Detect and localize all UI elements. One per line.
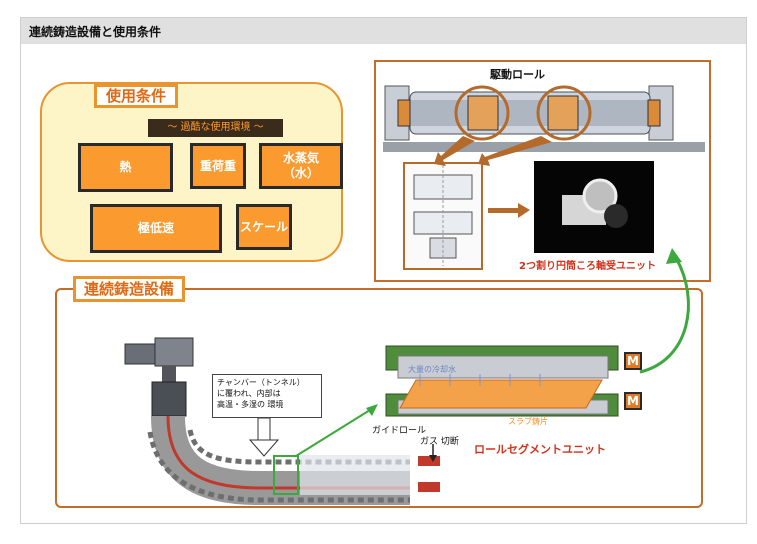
guide-roll-label: ガイドロール (372, 426, 427, 436)
condition-steam: 水蒸気 （水） (259, 143, 343, 189)
conditions-title: 使用条件 (94, 84, 178, 108)
casting-machine-illustration (124, 337, 440, 505)
roll-panel-arrows (434, 136, 552, 218)
chamber-callout-arrow (248, 417, 280, 457)
bearing-unit-caption: 2つ割り円筒ころ軸受ユニット (519, 261, 656, 272)
motor-badge-bottom: M (624, 392, 642, 410)
drive-roll-title: 駆動ロール (490, 68, 545, 81)
page-title: 連続鋳造設備と使用条件 (29, 25, 162, 39)
condition-heat: 熱 (78, 143, 173, 192)
slab-label: スラブ鋳片 (508, 417, 548, 426)
cooling-water-label: 大量の冷却水 (408, 365, 456, 374)
condition-scale: スケール (236, 204, 292, 250)
casting-title: 連続鋳造設備 (73, 276, 185, 302)
roll-segment-illustration (385, 345, 619, 417)
gas-cut-label: ガス 切断 (420, 437, 459, 447)
bearing-unit-photo (534, 161, 654, 253)
condition-low-speed: 極低速 (90, 204, 222, 253)
header-bar: 連続鋳造設備と使用条件 (21, 18, 746, 44)
condition-heavy-load: 重荷重 (190, 143, 246, 189)
chamber-note: チャンバー（トンネル） に覆われ、内部は 高温・多湿の 環境 (212, 374, 322, 418)
motor-badge-top: M (624, 352, 642, 370)
harsh-environment-label: ～ 過酷な使用環境 ～ (148, 119, 283, 137)
drive-roll-illustration (383, 85, 705, 152)
green-connector-arrows (295, 248, 690, 462)
bearing-detail-illustration (403, 162, 483, 270)
roll-segment-unit-label: ロールセグメントユニット (474, 443, 606, 456)
